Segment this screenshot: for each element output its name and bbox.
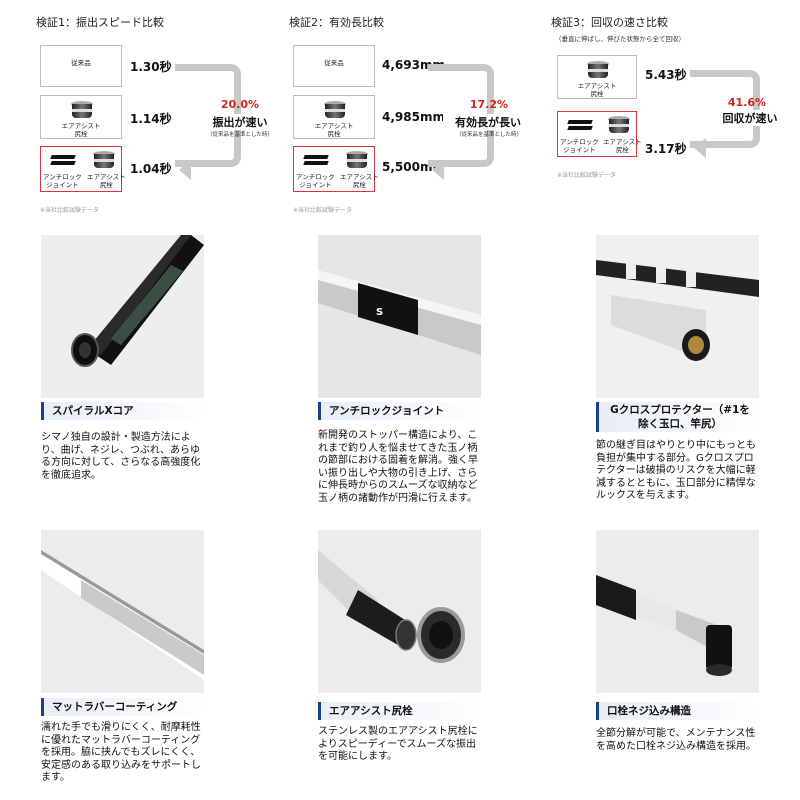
box-label: 従来品 (71, 59, 91, 67)
feature-title: マットラバーコーティング (41, 698, 206, 716)
anti-lock-joint-photo: S (318, 235, 481, 398)
source-note: ※当社比較試験データ (40, 207, 100, 214)
box-label-left: アンチロック ジョイント (296, 173, 335, 189)
box-label-left: アンチロック ジョイント (560, 138, 599, 154)
source-note: ※当社比較試験データ (293, 207, 353, 214)
comparison-title: 検証1：振出スピード比較 (36, 16, 164, 29)
air-assist-cap-icon (324, 101, 346, 123)
spiral-x-core-photo (41, 235, 204, 398)
box-label: エアアシスト 尻栓 (577, 82, 617, 98)
claim-note: （従来品を基準とした時） (206, 132, 273, 138)
shimano-logo-icon (50, 153, 76, 167)
value-2: 1.14秒 (130, 112, 172, 126)
value-3: 1.04秒 (130, 162, 172, 176)
conventional-box: 従来品 (40, 45, 122, 87)
feature-title: アンチロックジョイント (318, 402, 483, 420)
feature-description: 濡れた手でも滑りにくく、耐摩耗性に優れたマットラバーコーティングを採用。脇に挟ん… (41, 722, 201, 783)
arrow-head-icon (432, 160, 444, 180)
air-assist-box: エアアシスト 尻栓 (40, 95, 122, 139)
comparison-title: 検証2：有効長比較 (289, 16, 384, 29)
arrow-icon (690, 70, 760, 148)
feature-description: 節の継ぎ目はやりとり中にもっとも負担が集中する部分。Gクロスプロテクターは破損の… (596, 440, 756, 501)
feature-title: 口栓ネジ込み構造 (596, 702, 761, 720)
shimano-logo-icon (567, 118, 593, 132)
anti-lock-air-assist-box: アンチロック ジョイント エアアシスト 尻栓 (40, 146, 126, 192)
feature-description: シマノ独自の設計・製造方法により、曲げ、ネジレ、つぶれ、あらゆる方向に対して、さ… (41, 432, 201, 481)
svg-text:S: S (376, 307, 383, 318)
air-assist-box: エアアシスト 尻栓 (293, 95, 375, 139)
air-assist-cap-icon (587, 61, 609, 83)
air-assist-box: エアアシスト 尻栓 (557, 55, 637, 99)
claim-note: （従来品を基準とした時） (455, 132, 522, 138)
value-1: 1.30秒 (130, 60, 172, 74)
g-cross-protector-photo (596, 235, 759, 398)
box-label: エアアシスト 尻栓 (314, 122, 354, 138)
box-label: 従来品 (324, 59, 344, 67)
comparison-title: 検証3：回収の速さ比較 (551, 16, 668, 29)
comparison-subtitle: （垂直に伸ばし、伸びた状態から全て回収） (555, 35, 685, 43)
claim: 振出が速い (200, 114, 280, 130)
claim: 回収が速い (712, 110, 788, 126)
matte-rubber-coating-photo (41, 530, 204, 693)
box-label: エアアシスト 尻栓 (61, 122, 101, 138)
claim: 有効長が長い (443, 114, 533, 130)
air-assist-cap-icon (608, 116, 630, 138)
percent: 17.2% (469, 98, 509, 111)
arrow-head-icon (694, 138, 706, 158)
feature-description: 全節分解が可能で、メンテナンス性を高めた口栓ネジ込み構造を採用。 (596, 728, 756, 752)
value-2: 3.17秒 (645, 142, 687, 156)
percent: 41.6% (727, 96, 767, 109)
conventional-box: 従来品 (293, 45, 375, 87)
feature-title: Gクロスプロテクター（#1を除く玉口、竿尻） (596, 402, 761, 432)
feature-description: 新開発のストッパー構造により、これまで釣り人を悩ませてきた玉ノ柄の節部における固… (318, 430, 478, 504)
box-label-right: エアアシスト 尻栓 (87, 173, 126, 189)
box-label-left: アンチロック ジョイント (43, 173, 82, 189)
value-2: 4,985mm (382, 110, 445, 124)
value-1: 5.43秒 (645, 68, 687, 82)
screw-in-cap-photo (596, 530, 759, 693)
air-assist-cap-icon (93, 151, 115, 173)
air-assist-cap-icon (71, 101, 93, 123)
anti-lock-air-assist-box: アンチロック ジョイント エアアシスト 尻栓 (557, 111, 642, 157)
feature-title: エアアシスト尻栓 (318, 702, 483, 720)
shimano-logo-icon (303, 153, 329, 167)
anti-lock-air-assist-box: アンチロック ジョイント エアアシスト 尻栓 (293, 146, 379, 192)
air-assist-end-cap-photo (318, 530, 481, 693)
feature-description: ステンレス製のエアアシスト尻栓によりスピーディーでスムーズな振出を可能にします。 (318, 726, 478, 762)
arrow-head-icon (179, 160, 191, 180)
feature-title: スパイラルXコア (41, 402, 206, 420)
percent: 20.0% (220, 98, 260, 111)
box-label-right: エアアシスト 尻栓 (340, 173, 379, 189)
box-label-right: エアアシスト 尻栓 (603, 138, 642, 154)
source-note: ※当社比較試験データ (557, 172, 617, 179)
air-assist-cap-icon (346, 151, 368, 173)
